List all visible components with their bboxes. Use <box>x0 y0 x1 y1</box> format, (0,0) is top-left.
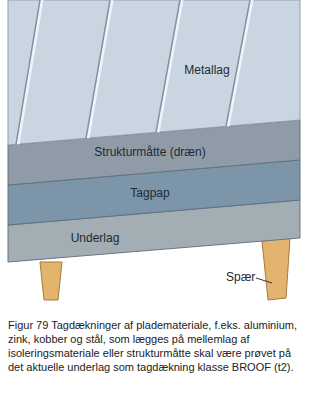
felt-layer: Tagpap <box>130 186 169 200</box>
metal-band <box>8 0 300 145</box>
mat-layer: Strukturmåtte (dræn) <box>94 145 205 159</box>
part-label: Spær <box>226 270 255 284</box>
metal-layer: Metallag <box>184 63 229 77</box>
underlay-layer: Underlag <box>71 231 120 245</box>
rib-line <box>156 0 180 132</box>
layer-label: Metallag <box>184 63 229 77</box>
rib-highlight <box>88 0 112 138</box>
rafter <box>262 238 290 300</box>
layer-label: Tagpap <box>130 186 169 200</box>
rafter <box>40 262 62 300</box>
rib-line <box>86 0 110 138</box>
figure-caption: Figur 79 Tagdækninger af plademateriale,… <box>8 318 308 374</box>
rib-highlight <box>158 0 182 132</box>
layer-label: Strukturmåtte (dræn) <box>94 145 205 159</box>
leader-line <box>256 278 272 283</box>
metal-ribs <box>16 0 252 144</box>
layer-label: Underlag <box>71 231 120 245</box>
rib-line <box>16 0 40 144</box>
rib-highlight <box>18 0 42 144</box>
rib-highlight <box>228 0 252 126</box>
